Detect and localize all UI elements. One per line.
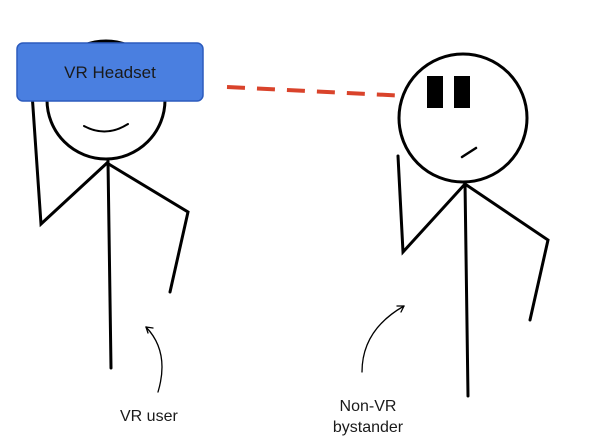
bystander-figure bbox=[396, 52, 550, 398]
vr-headset: VR Headset bbox=[16, 42, 204, 102]
vr-user-smile bbox=[83, 123, 129, 133]
vr-headset-body bbox=[16, 42, 204, 102]
bystander-left-eye bbox=[427, 76, 443, 108]
vr-user-left-arm bbox=[30, 91, 109, 228]
bystander-pointer-arrow bbox=[361, 305, 405, 373]
bystander-caption-line1: Non-VR bbox=[340, 398, 397, 415]
vr-headset-label: VR Headset bbox=[64, 63, 156, 82]
bystander-body bbox=[463, 180, 470, 398]
bystander-mouth bbox=[460, 146, 478, 159]
bystander-caption-line2: bystander bbox=[333, 419, 404, 436]
gaze-line bbox=[226, 85, 429, 99]
bystander-head bbox=[397, 52, 529, 184]
bystander-left-arm bbox=[396, 154, 467, 256]
vr-user-right-arm bbox=[105, 161, 190, 294]
vr-user-body bbox=[106, 159, 113, 370]
vr-user-pointer-arrow bbox=[145, 326, 163, 393]
bystander-right-arm bbox=[463, 182, 550, 322]
bystander-right-eye bbox=[454, 76, 470, 108]
vr-user-caption: VR user bbox=[120, 408, 178, 425]
